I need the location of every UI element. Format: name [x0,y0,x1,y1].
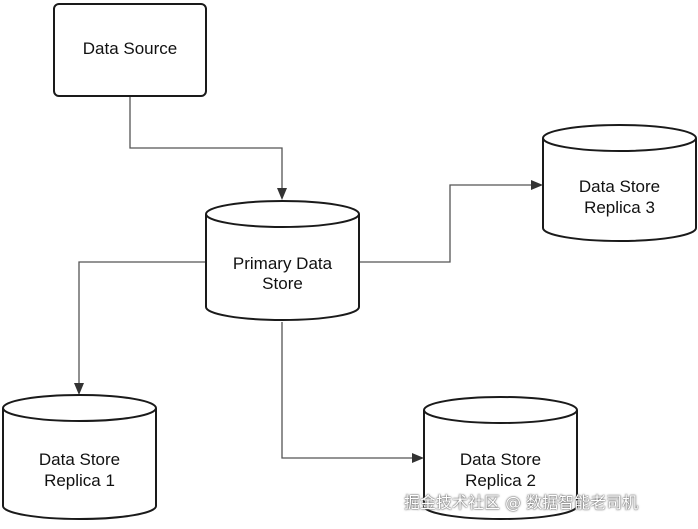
data-source-label: Data Source [83,39,178,58]
edges [74,96,543,463]
primary-cylinder-top [205,200,360,228]
node-data-source: Data Source [53,3,207,97]
watermark-text: 掘金技术社区 @ 数据智能老司机 [404,493,639,512]
edge-primary-to-replica1 [78,261,206,385]
replica3-label-line1: Data Store [579,177,660,196]
replica2-cylinder-top [423,396,578,424]
replica2-cylinder-body [423,410,578,520]
replica1-label-line1: Data Store [39,450,120,469]
arrowhead-replica3 [531,180,543,190]
arrowhead-primary [277,188,287,200]
primary-label-line1: Primary Data [233,254,333,273]
replica2-label-line2: Replica 2 [465,471,536,490]
node-replica-1: Data Store Replica 1 [2,394,157,520]
edge-primary-to-replica2 [281,322,414,459]
node-replica-2: Data Store Replica 2 [423,396,578,520]
edge-source-to-primary [129,96,283,190]
replica1-cylinder-body [2,408,157,520]
replica3-cylinder-body [542,138,697,242]
arrowhead-replica2 [412,453,424,463]
primary-cylinder-body [205,214,360,321]
primary-label-line2: Store [262,274,303,293]
replica3-cylinder-top [542,124,697,152]
replica1-label-line2: Replica 1 [44,471,115,490]
replica1-cylinder-top [2,394,157,422]
data-source-box [53,3,207,97]
node-primary-data-store: Primary Data Store [205,200,360,321]
node-replica-3: Data Store Replica 3 [542,124,697,242]
arrowhead-replica1 [74,383,84,395]
replica3-label-line2: Replica 3 [584,198,655,217]
replica2-label-line1: Data Store [460,450,541,469]
edge-primary-to-replica3 [359,184,533,263]
